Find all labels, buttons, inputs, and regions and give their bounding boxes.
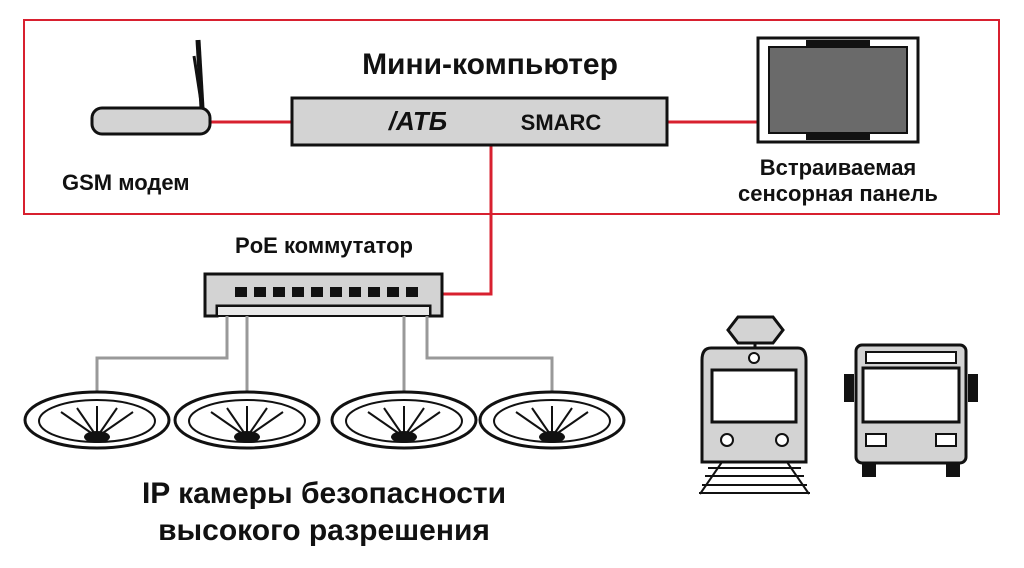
bus-icon — [844, 343, 978, 477]
modem-icon — [90, 39, 212, 136]
tram-icon — [699, 315, 810, 495]
gsm-modem-label: GSM модем — [62, 170, 190, 195]
mini-computer-box — [290, 96, 669, 147]
dome-camera-icon — [23, 390, 171, 450]
brand-logo: /ATБ — [388, 106, 447, 136]
cameras-label-line1: IP камеры безопасности — [142, 477, 506, 510]
dome-camera-icon — [330, 390, 478, 450]
computer-model-label: SMARC — [521, 110, 602, 135]
dome-camera-icon — [478, 390, 626, 450]
cameras-label-line2: высокого разрешения — [158, 514, 490, 547]
camera-cables — [95, 316, 554, 396]
touch-panel-label-line1: Встраиваемая — [760, 155, 917, 180]
link-computer-switch — [442, 145, 493, 296]
touch-panel-label-line2: сенсорная панель — [738, 181, 938, 206]
onboard-unit-frame — [23, 19, 1000, 215]
poe-switch-label: PoE коммутатор — [235, 233, 413, 258]
switch-icon — [203, 272, 444, 318]
dome-camera-icon — [173, 390, 321, 450]
touch-panel-icon — [756, 36, 920, 144]
mini-computer-label: Мини-компьютер — [362, 48, 618, 81]
